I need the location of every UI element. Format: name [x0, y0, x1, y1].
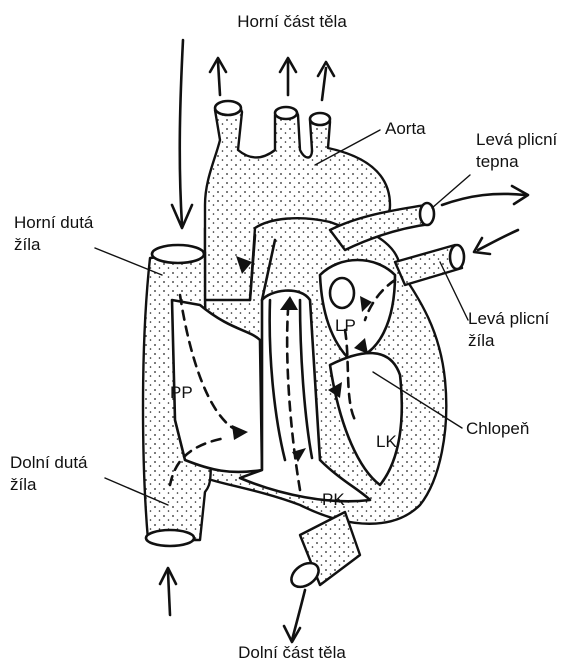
inferior-vena-cava-opening	[146, 530, 194, 546]
label-right-atrium: PP	[170, 383, 193, 402]
label-left-pulmonary-vein-line1: Levá plicní	[468, 309, 550, 328]
label-superior-vena-cava-line2: žíla	[14, 235, 41, 254]
pulmonary-artery-opening	[420, 203, 434, 225]
label-lower-body: Dolní část těla	[238, 643, 346, 662]
label-right-ventricle: PK	[322, 490, 345, 509]
aorta-branch-3-opening	[310, 113, 330, 125]
label-valve: Chlopeň	[466, 419, 529, 438]
superior-vena-cava-opening	[152, 245, 204, 263]
label-left-pulmonary-artery-line1: Levá plicní	[476, 130, 558, 149]
label-inferior-vena-cava-line1: Dolní dutá	[10, 453, 88, 472]
aorta-branch-1-opening	[215, 101, 241, 115]
pulmonary-vein-opening	[450, 245, 464, 269]
label-left-atrium: LP	[335, 316, 356, 335]
aorta-branch-2-opening	[275, 107, 297, 119]
label-left-ventricle: LK	[376, 432, 397, 451]
label-aorta: Aorta	[385, 119, 426, 138]
label-upper-body: Horní část těla	[237, 12, 347, 31]
label-inferior-vena-cava-line2: žíla	[10, 475, 37, 494]
label-left-pulmonary-vein-line2: žíla	[468, 331, 495, 350]
pulmonary-vein-inlet	[330, 278, 354, 308]
label-superior-vena-cava-line1: Horní dutá	[14, 213, 94, 232]
label-left-pulmonary-artery-line2: tepna	[476, 152, 519, 171]
